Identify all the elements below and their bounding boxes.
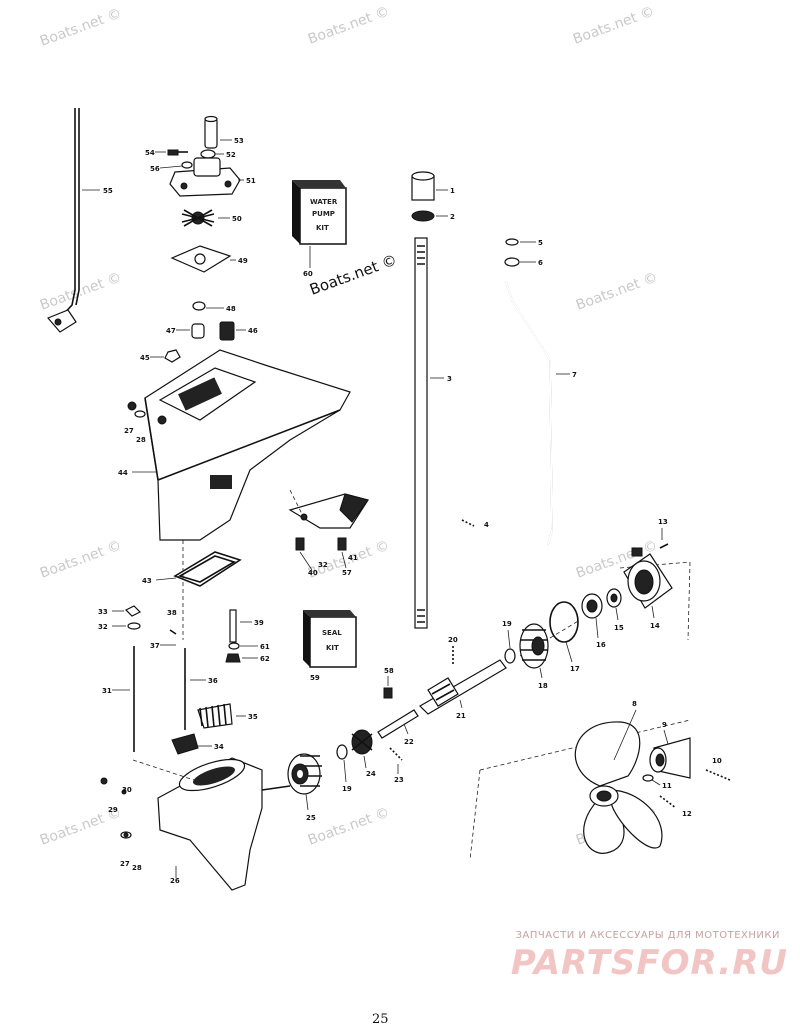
callout-14: 14: [650, 622, 660, 630]
callout-32b: 32: [98, 623, 108, 631]
kit-label-seal: SEAL: [322, 629, 342, 637]
watermark: Boats.net ©: [38, 6, 124, 50]
callout-34: 34: [214, 743, 224, 751]
callout-29: 29: [108, 806, 118, 814]
callout-12: 12: [682, 810, 692, 818]
watermark: Boats.net ©: [574, 270, 660, 314]
callout-30: 30: [122, 786, 132, 794]
callout-24: 24: [366, 770, 376, 778]
callout-58: 58: [384, 667, 394, 675]
callout-7: 7: [572, 371, 577, 379]
callout-18: 18: [538, 682, 548, 690]
callout-16: 16: [596, 641, 606, 649]
callout-15: 15: [614, 624, 624, 632]
callout-48: 48: [226, 305, 236, 313]
callout-40: 40: [308, 569, 318, 577]
callout-32a: 32: [318, 561, 328, 569]
callout-27b: 27: [120, 860, 130, 868]
callout-31: 31: [102, 687, 112, 695]
propshaft-assembly: 13 14 15 16 17 18 19 20: [287, 518, 673, 822]
callout-19a: 19: [502, 620, 512, 628]
upper-right-parts: 1 2 3 4 5 6 7: [411, 171, 577, 629]
callout-20: 20: [448, 636, 458, 644]
callout-44: 44: [118, 469, 128, 477]
callout-56: 56: [150, 165, 160, 173]
part-43-gasket: 43: [142, 551, 242, 587]
callout-43: 43: [142, 577, 152, 585]
water-pump-parts: 53 54 52 56 51 50 49 48: [140, 115, 258, 363]
part-55-shift-rod: 55: [46, 108, 113, 333]
kit-label-pump: PUMP: [312, 210, 335, 218]
callout-19b: 19: [342, 785, 352, 793]
callout-51: 51: [246, 177, 256, 185]
callout-45: 45: [140, 354, 150, 362]
callout-22: 22: [404, 738, 414, 746]
watermark: Boats.net ©: [38, 538, 124, 582]
propeller-assembly: 8 9 10 11 12: [574, 700, 731, 854]
callout-41: 41: [348, 554, 358, 562]
callout-55: 55: [103, 187, 113, 195]
callout-61: 61: [260, 643, 270, 651]
callout-21: 21: [456, 712, 466, 720]
callout-8: 8: [632, 700, 637, 708]
callout-28b: 28: [132, 864, 142, 872]
callout-36: 36: [208, 677, 218, 685]
seal-kit-box: SEAL KIT 59: [303, 610, 357, 682]
kit-label-kit: KIT: [316, 224, 329, 232]
part-41-anode-assembly: 32 40 41 57: [288, 489, 369, 577]
left-hardware: 33 32 31 38 37 36 39 61 62 35 34: [98, 605, 270, 755]
callout-35: 35: [248, 713, 258, 721]
watermark-dark: Boats.net ©: [307, 251, 399, 299]
watermark: Boats.net ©: [571, 4, 657, 48]
callout-60: 60: [303, 270, 313, 278]
watermark: Boats.net ©: [38, 270, 124, 314]
callout-4: 4: [484, 521, 489, 529]
callout-17: 17: [570, 665, 580, 673]
kit-label-water: WATER: [310, 198, 338, 206]
page-number: 25: [372, 1012, 389, 1024]
watermark: Boats.net ©: [306, 805, 392, 849]
callout-33: 33: [98, 608, 108, 616]
callout-2: 2: [450, 213, 455, 221]
part-26-gear-case: 26 29 30 27 28: [100, 757, 291, 891]
callout-5: 5: [538, 239, 543, 247]
callout-11: 11: [662, 782, 672, 790]
callout-47: 47: [166, 327, 176, 335]
callout-39: 39: [254, 619, 264, 627]
footer-tagline: ЗАПЧАСТИ И АКСЕССУАРЫ ДЛЯ МОТОТЕХНИКИ: [515, 930, 780, 941]
footer-logo: PARTSFOR.RU: [510, 943, 788, 983]
watermark: Boats.net ©: [306, 4, 392, 48]
callout-46: 46: [248, 327, 258, 335]
callout-27a: 27: [124, 427, 134, 435]
callout-28a: 28: [136, 436, 146, 444]
callout-54: 54: [145, 149, 155, 157]
callout-6: 6: [538, 259, 543, 267]
callout-53: 53: [234, 137, 244, 145]
callout-25: 25: [306, 814, 316, 822]
callout-49: 49: [238, 257, 248, 265]
callout-10: 10: [712, 757, 722, 765]
kit-label-kit2: KIT: [326, 644, 339, 652]
callout-50: 50: [232, 215, 242, 223]
callout-1: 1: [450, 187, 455, 195]
callout-26: 26: [170, 877, 180, 885]
callout-3: 3: [447, 375, 452, 383]
callout-9: 9: [662, 721, 667, 729]
part-44-driveshaft-housing: 44 27 28: [118, 349, 351, 541]
callout-52: 52: [226, 151, 236, 159]
water-pump-kit-box: WATER PUMP KIT 60: [292, 180, 347, 278]
callout-37: 37: [150, 642, 160, 650]
callout-23: 23: [394, 776, 404, 784]
callout-38: 38: [167, 609, 177, 617]
callout-59: 59: [310, 674, 320, 682]
callout-62: 62: [260, 655, 270, 663]
callout-13: 13: [658, 518, 668, 526]
callout-57: 57: [342, 569, 352, 577]
